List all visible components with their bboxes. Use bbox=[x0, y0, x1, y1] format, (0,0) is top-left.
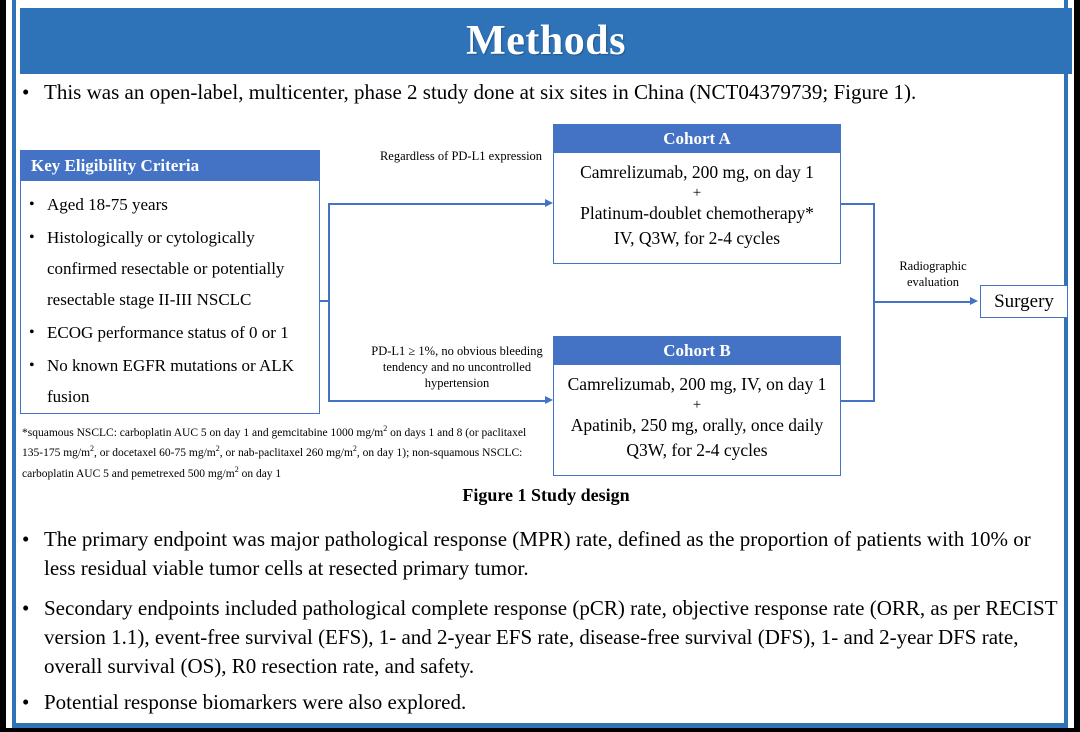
right-accent-bar bbox=[1064, 0, 1068, 732]
bullet-glyph: • bbox=[22, 596, 30, 620]
intro-bullet-row: • This was an open-label, multicenter, p… bbox=[22, 78, 1068, 107]
list-item: • Aged 18-75 years bbox=[29, 189, 313, 220]
eligibility-item-label: Aged 18-75 years bbox=[47, 195, 168, 214]
endpoint-bullet-text: Potential response biomarkers were also … bbox=[44, 690, 467, 714]
connector-to-cohort-b bbox=[328, 400, 546, 402]
bottom-accent-bar bbox=[12, 723, 1068, 728]
eligibility-criteria-box: Key Eligibility Criteria • Aged 18-75 ye… bbox=[20, 150, 320, 414]
bullet-glyph: • bbox=[29, 229, 35, 246]
title-banner: Methods bbox=[20, 8, 1072, 74]
surgery-label: Surgery bbox=[994, 290, 1054, 312]
cohort-b-body: Camrelizumab, 200 mg, IV, on day 1 + Apa… bbox=[554, 365, 840, 463]
cohort-b-plus: + bbox=[692, 397, 702, 413]
cohort-a-line-1: Camrelizumab, 200 mg, on day 1 bbox=[580, 162, 814, 182]
connector-label-bottom: PD-L1 ≥ 1%, no obvious bleeding tendency… bbox=[371, 344, 543, 390]
connector-cohort-a-out bbox=[841, 203, 875, 205]
cohort-a-plus: + bbox=[692, 185, 702, 201]
connector-cohort-b-out bbox=[841, 400, 875, 402]
figure-caption: Figure 1 Study design bbox=[462, 485, 630, 505]
bullet-glyph: • bbox=[22, 80, 30, 104]
surgery-box: Surgery bbox=[980, 285, 1068, 318]
study-design-figure: Key Eligibility Criteria • Aged 18-75 ye… bbox=[6, 118, 1080, 508]
left-accent-bar bbox=[12, 0, 16, 732]
chemotherapy-footnote: *squamous NSCLC: carboplatin AUC 5 on da… bbox=[22, 424, 527, 480]
cohort-a-header: Cohort A bbox=[554, 125, 840, 153]
bullet-glyph: • bbox=[22, 690, 30, 714]
connector-to-cohort-a bbox=[328, 203, 546, 205]
bullet-glyph: • bbox=[29, 324, 35, 341]
list-item: • Histologically or cytologically confir… bbox=[29, 222, 313, 315]
cohort-b-box: Cohort B Camrelizumab, 200 mg, IV, on da… bbox=[553, 336, 841, 476]
bullet-glyph: • bbox=[22, 527, 30, 551]
bullet-glyph: • bbox=[29, 357, 35, 374]
cohort-a-body: Camrelizumab, 200 mg, on day 1 + Platinu… bbox=[554, 153, 840, 251]
cohort-b-line-3: Q3W, for 2-4 cycles bbox=[626, 440, 768, 460]
connector-split-trunk bbox=[328, 203, 330, 401]
arrowhead-surgery-icon bbox=[970, 297, 978, 305]
intro-bullet-text: This was an open-label, multicenter, pha… bbox=[44, 80, 917, 104]
eligibility-item-label: Histologically or cytologically confirme… bbox=[47, 228, 285, 309]
bullet-glyph: • bbox=[29, 196, 35, 213]
eligibility-item-label: ECOG performance status of 0 or 1 bbox=[47, 323, 289, 342]
endpoint-bullet-text: The primary endpoint was major pathologi… bbox=[44, 527, 1031, 580]
list-item: • No known EGFR mutations or ALK fusion bbox=[29, 350, 313, 412]
cohort-b-line-1: Camrelizumab, 200 mg, IV, on day 1 bbox=[567, 374, 827, 394]
cohort-a-box: Cohort A Camrelizumab, 200 mg, on day 1 … bbox=[553, 124, 841, 264]
page-title: Methods bbox=[466, 18, 626, 64]
eligibility-list: • Aged 18-75 years • Histologically or c… bbox=[21, 181, 319, 418]
connector-label-radiographic: Radiographic evaluation bbox=[899, 259, 967, 289]
bottom-black-bar bbox=[6, 728, 1074, 732]
endpoint-bullet-text: Secondary endpoints included pathologica… bbox=[44, 596, 1058, 678]
endpoint-bullet-row: • The primary endpoint was major patholo… bbox=[22, 525, 1062, 583]
cohort-b-header: Cohort B bbox=[554, 337, 840, 365]
connector-to-surgery bbox=[873, 301, 973, 303]
endpoint-bullet-row: • Potential response biomarkers were als… bbox=[22, 688, 1062, 717]
connector-label-top: Regardless of PD-L1 expression bbox=[379, 149, 543, 163]
eligibility-header: Key Eligibility Criteria bbox=[21, 151, 319, 181]
arrowhead-cohort-b-icon bbox=[545, 396, 553, 404]
connector-elig-stub bbox=[320, 300, 330, 302]
cohort-a-line-3: IV, Q3W, for 2-4 cycles bbox=[613, 228, 781, 248]
cohort-a-line-2: Platinum-doublet chemotherapy* bbox=[580, 203, 814, 223]
arrowhead-cohort-a-icon bbox=[545, 199, 553, 207]
list-item: • ECOG performance status of 0 or 1 bbox=[29, 317, 313, 348]
endpoint-bullet-row: • Secondary endpoints included pathologi… bbox=[22, 594, 1062, 681]
cohort-b-line-2: Apatinib, 250 mg, orally, once daily bbox=[570, 415, 824, 435]
eligibility-item-label: No known EGFR mutations or ALK fusion bbox=[47, 356, 294, 406]
